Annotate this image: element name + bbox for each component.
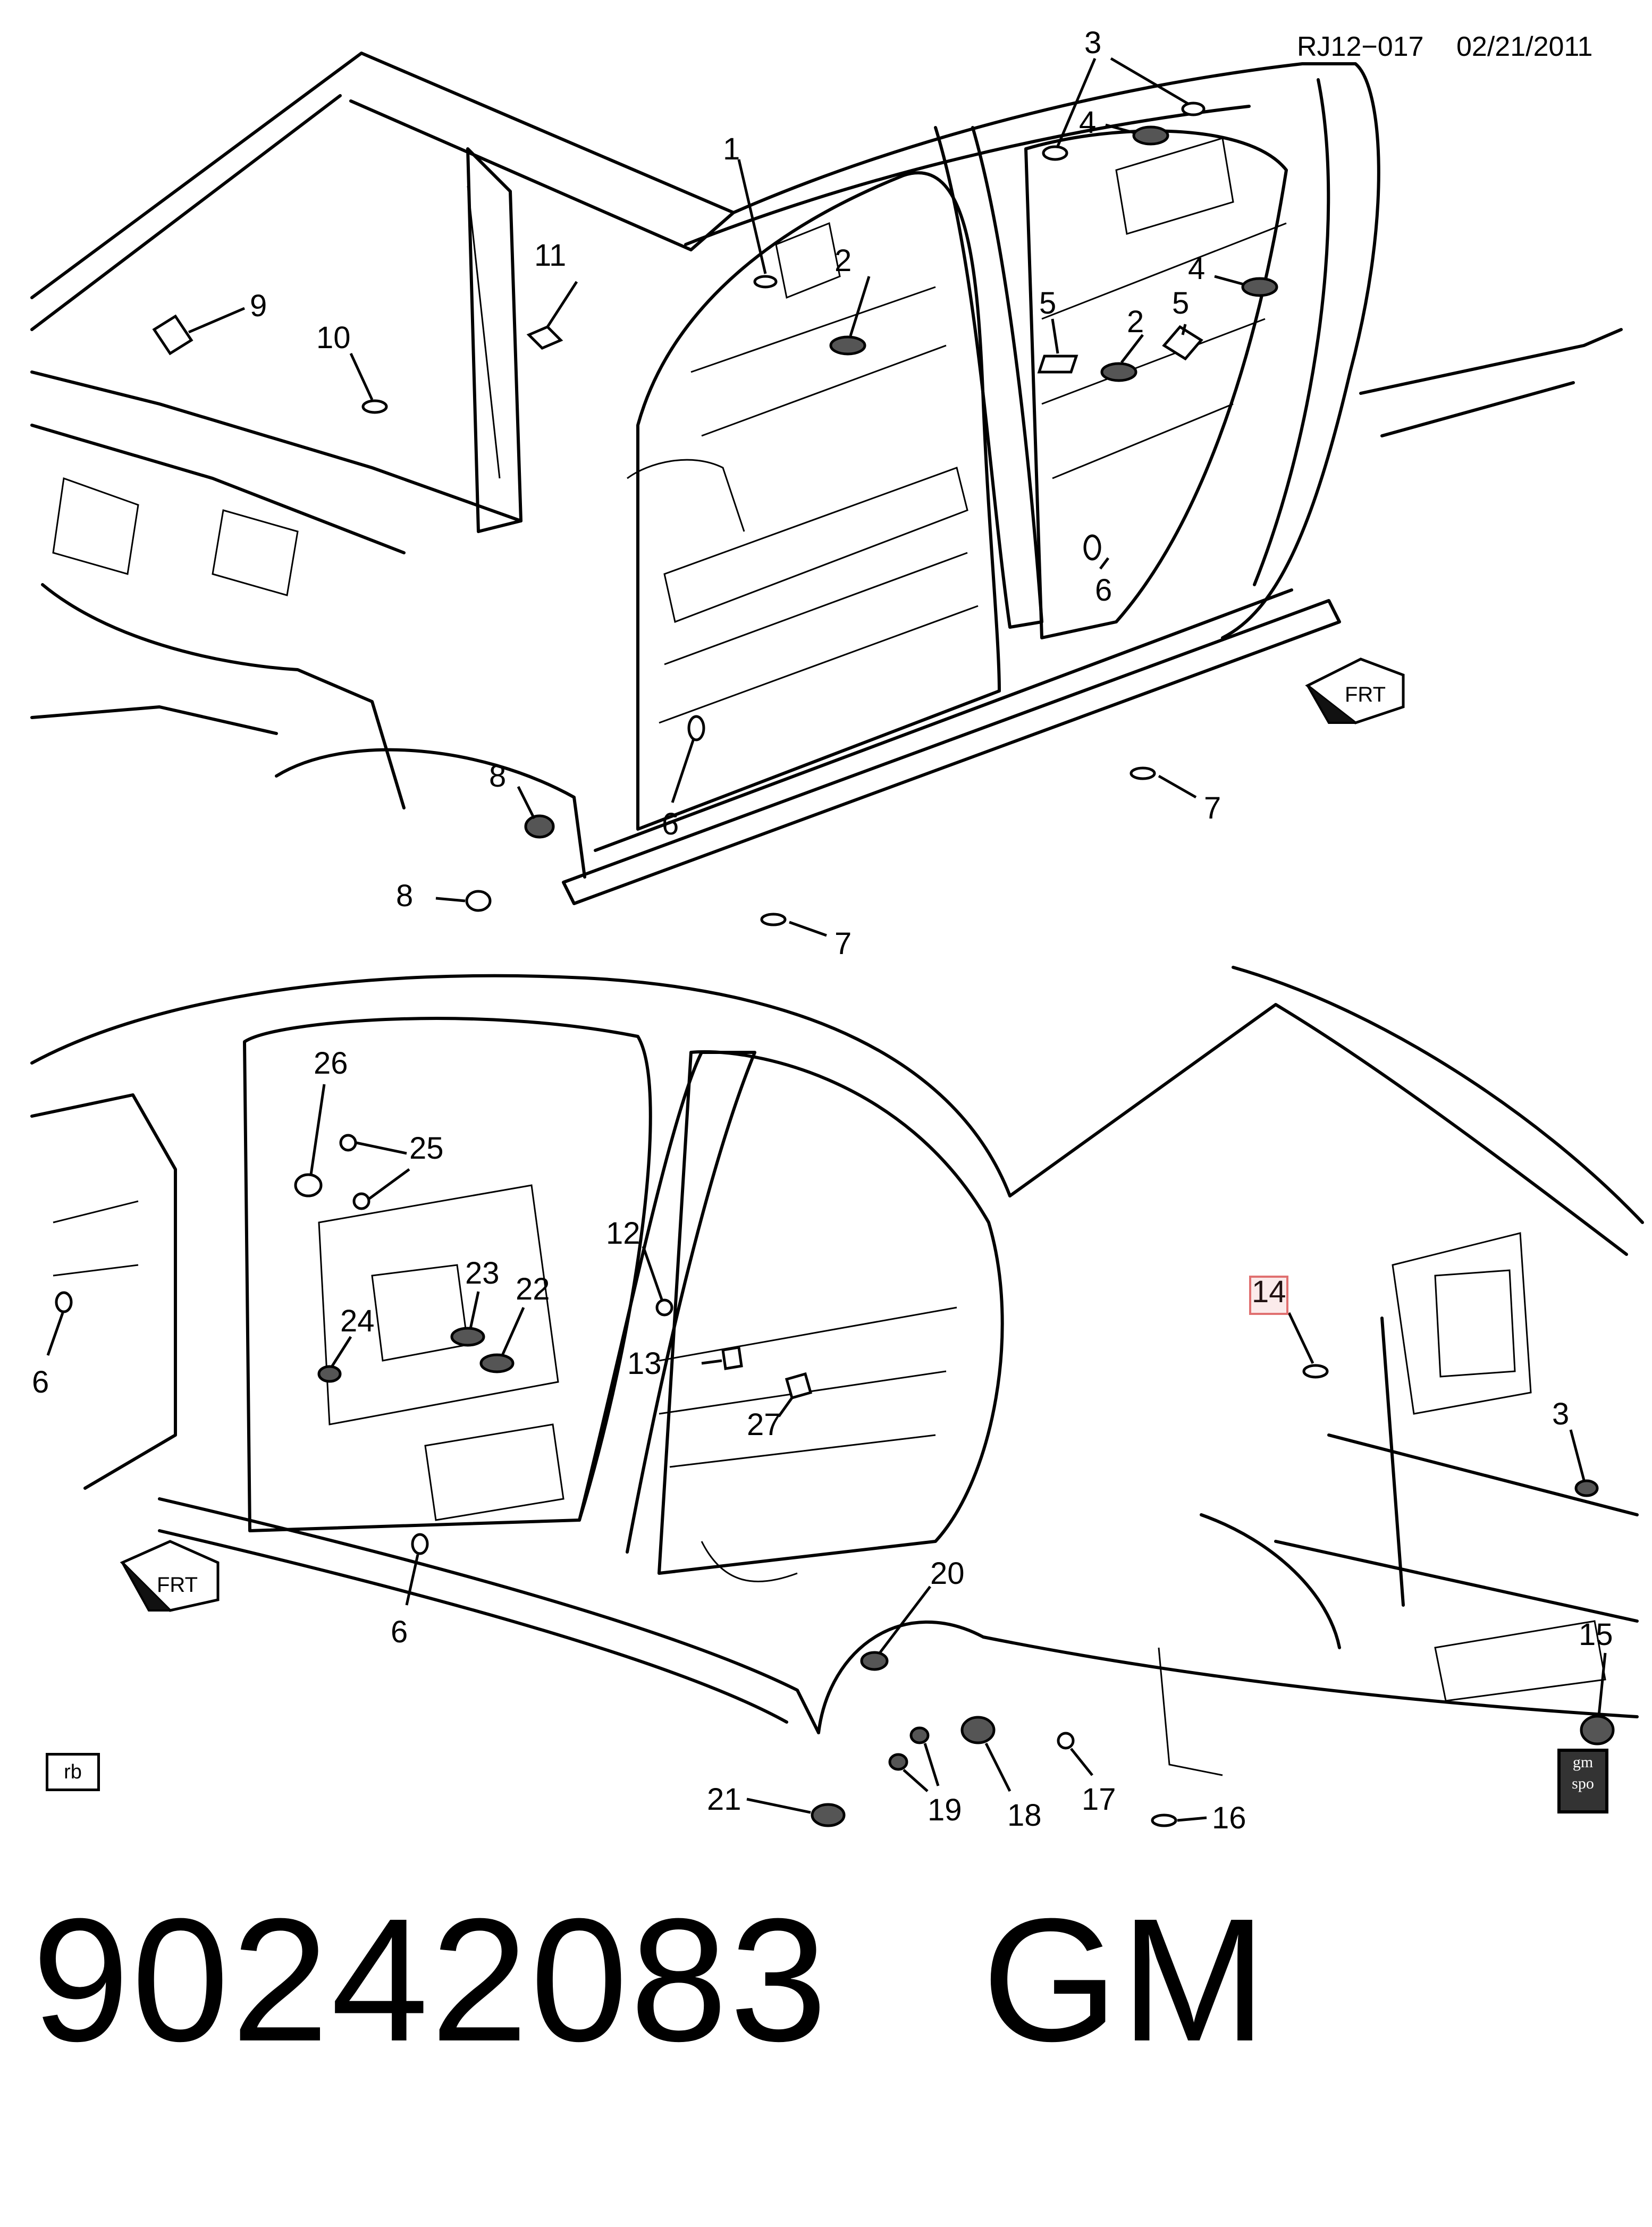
callout-6a: 6 [1095,573,1112,608]
plug-8a [524,814,555,839]
callout-16: 16 [1212,1801,1246,1835]
gm-spo-logo: gm spo [1557,1749,1608,1813]
plug-23 [450,1327,485,1347]
callout-10: 10 [316,320,351,355]
plug-3b [1181,102,1206,116]
gm-logo-line1: gm [1572,1753,1594,1771]
callout-20: 20 [930,1556,965,1591]
plug-6d [411,1533,429,1555]
rb-tag: rb [46,1753,100,1791]
plug-19b [888,1753,908,1771]
brand-name: GM [982,1882,1269,2078]
callout-23: 23 [465,1256,500,1290]
callout-14: 14 [1252,1275,1286,1309]
callout-27: 27 [747,1407,781,1442]
plug-10 [361,399,388,414]
callout-9: 9 [250,289,267,323]
plug-25b [352,1192,370,1210]
plug-2b [1100,362,1137,382]
callout-18: 18 [1007,1798,1042,1833]
patch-5b [1162,325,1203,361]
frt-label-top: FRT [1345,683,1386,706]
front-direction-arrow-bottom: FRT [120,1540,220,1612]
plug-24 [317,1365,342,1383]
callout-4b: 4 [1188,251,1205,286]
patch-9 [152,314,193,356]
plug-4b [1241,277,1278,297]
callout-19: 19 [928,1793,962,1827]
plug-7a [1130,766,1156,780]
callout-15: 15 [1579,1617,1613,1652]
callout-13: 13 [627,1346,662,1381]
plug-14 [1302,1364,1329,1379]
callout-1: 1 [723,132,740,166]
callout-5b: 5 [1172,286,1189,320]
callout-7a: 7 [1204,791,1221,825]
callout-8b: 8 [396,879,413,913]
callout-6d: 6 [391,1615,408,1649]
patch-13 [721,1346,743,1370]
plug-4a [1132,125,1169,146]
plug-1 [753,275,778,289]
callout-3a: 3 [1084,26,1101,60]
highlight-box-14 [1249,1276,1288,1315]
part-number: 90242083 [32,1882,830,2078]
callout-17: 17 [1082,1782,1116,1817]
plug-26 [294,1173,323,1197]
plug-8b [465,890,492,912]
callout-26: 26 [314,1046,348,1081]
plug-3c [1574,1479,1599,1497]
bottom-callouts: 6 6 26 25 12 23 22 24 13 27 14 [32,1046,1615,1835]
patch-5a [1037,355,1078,374]
plug-20 [860,1651,889,1671]
plug-6a [1083,534,1101,561]
callout-7b: 7 [835,926,852,961]
callout-2b: 2 [1127,305,1144,339]
plug-6b [687,715,705,741]
plug-12 [655,1298,673,1317]
callout-22: 22 [516,1272,550,1306]
plug-3a [1042,145,1068,161]
plug-17 [1057,1732,1075,1750]
top-body-outline [30,52,1623,905]
patch-27 [785,1372,813,1400]
plug-18 [960,1716,996,1744]
callout-3b: 3 [1552,1397,1569,1431]
callout-6c: 6 [32,1365,49,1399]
plug-25a [339,1134,357,1152]
plug-19a [909,1726,930,1744]
diagram-date: 02/21/2011 [1456,31,1592,62]
patch-11 [526,325,563,350]
callout-2a: 2 [835,243,852,278]
callout-4a: 4 [1079,105,1096,140]
plug-16 [1151,1813,1177,1827]
top-callouts: 1 2 3 4 4 5 5 2 6 6 7 7 [152,26,1405,961]
reference-code: RJ12−017 [1297,31,1424,62]
plug-15 [1580,1715,1615,1745]
callout-12: 12 [606,1216,640,1251]
part-number-caption: 90242083 GM [32,1892,1269,2068]
callout-25: 25 [409,1131,444,1166]
plug-22 [479,1353,515,1373]
callout-5a: 5 [1039,286,1056,320]
plug-21 [811,1803,846,1827]
front-direction-arrow-top: FRT [1305,657,1405,724]
callout-21: 21 [707,1782,741,1817]
plug-2a [829,335,866,356]
callout-11: 11 [534,238,566,273]
plug-6c [55,1291,73,1313]
gm-logo-line2: spo [1572,1775,1594,1792]
callout-6b: 6 [662,807,679,841]
bottom-body-outline [30,966,1644,1776]
plug-7b [760,913,787,926]
callout-8a: 8 [489,759,506,794]
frt-label-bottom: FRT [157,1573,198,1597]
callout-24: 24 [340,1304,375,1338]
